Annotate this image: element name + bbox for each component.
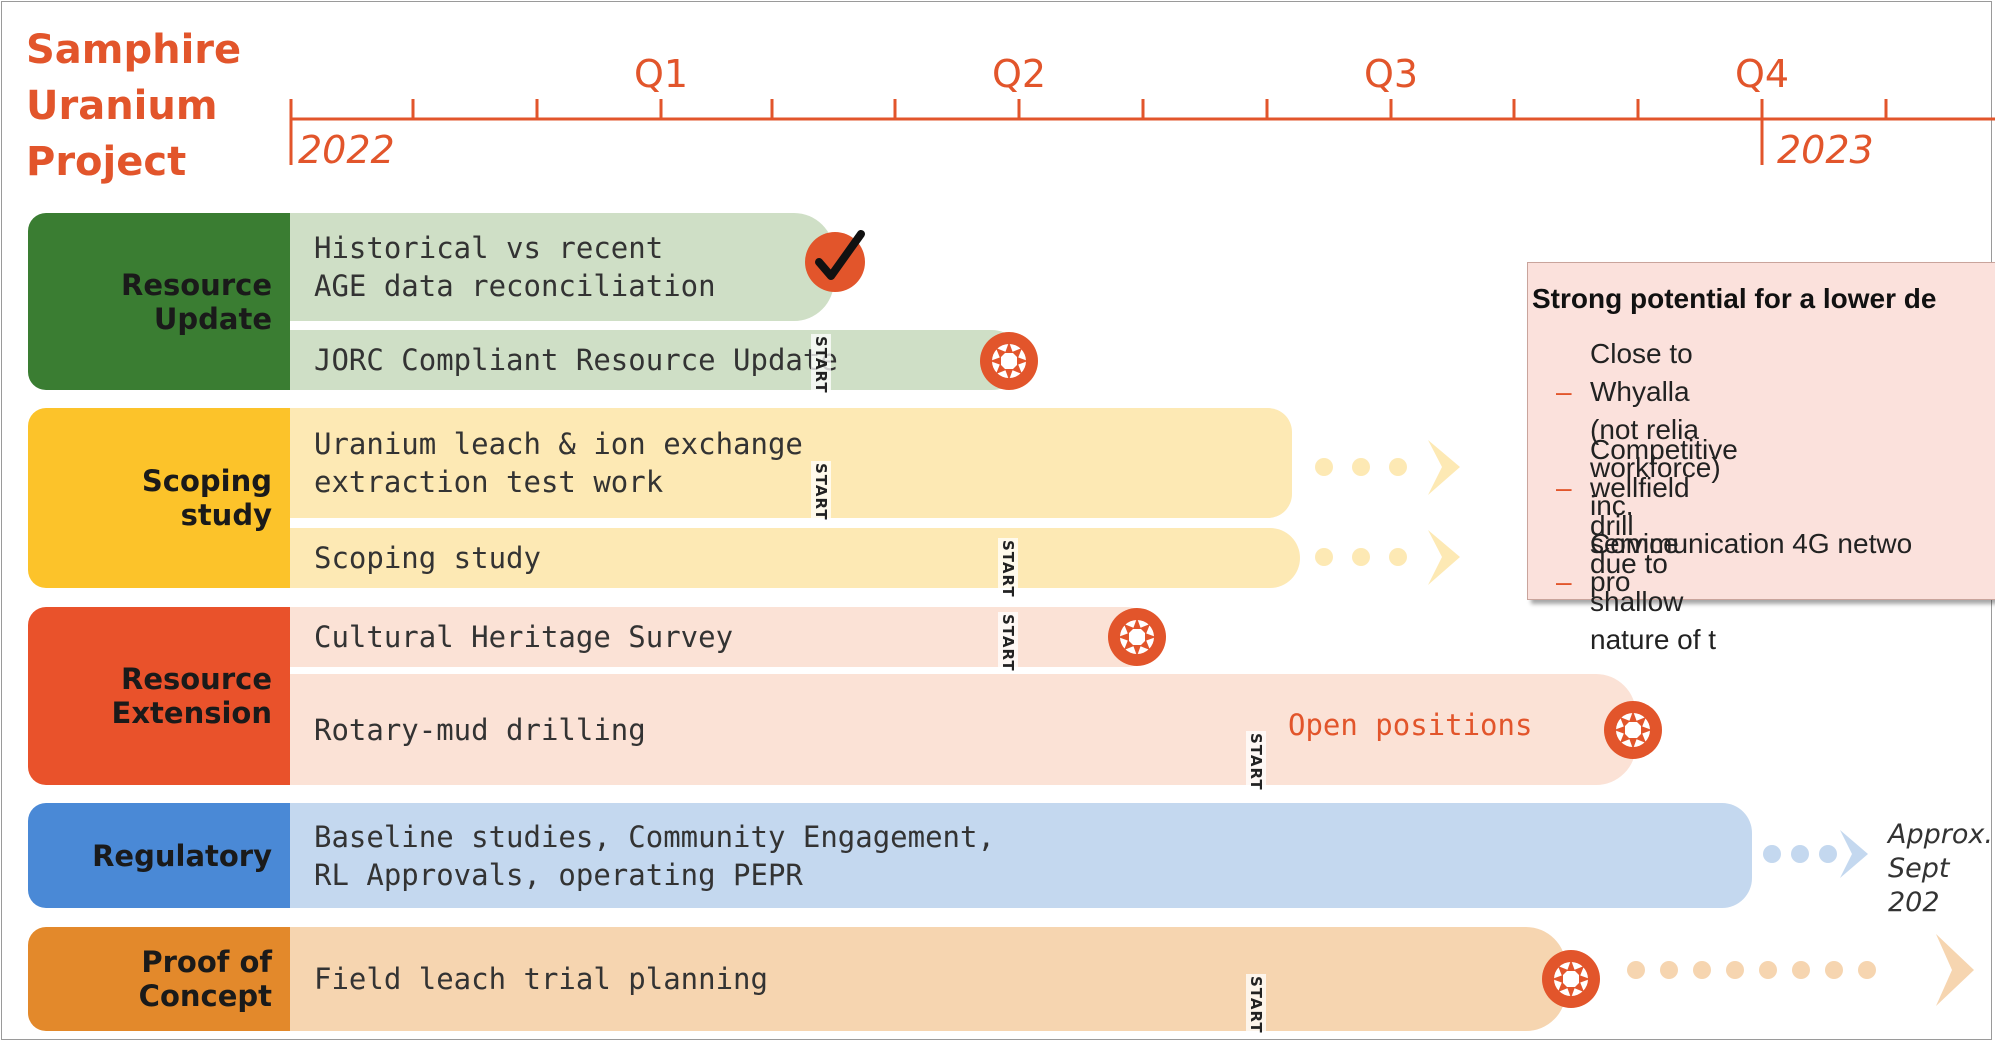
bullet-dash: – bbox=[1556, 472, 1572, 503]
callout-box: Strong potential for a lower de –Close t… bbox=[1527, 262, 1995, 655]
category-resource-update: Resource Update bbox=[28, 213, 290, 390]
continuation-arrow-regulatory bbox=[1763, 830, 1868, 878]
callout-bullet-text: Communication 4G netwo bbox=[1590, 528, 1913, 559]
axis-minor-ticks bbox=[411, 99, 1888, 119]
start-marker-jorc: START bbox=[811, 334, 831, 396]
category-resource-extension: Resource Extension bbox=[28, 607, 290, 785]
start-marker-heritage: START bbox=[998, 612, 1018, 674]
quarter-q4: Q4 bbox=[1734, 52, 1790, 96]
start-marker-scoping: START bbox=[998, 538, 1018, 600]
task-rotary-mud-drilling: Rotary-mud drilling bbox=[290, 674, 1636, 785]
timeline-axis bbox=[289, 99, 1995, 165]
task-scoping-study: Scoping study bbox=[290, 528, 1300, 588]
category-proof-of-concept: Proof of Concept bbox=[28, 927, 290, 1031]
callout-bullet-2: –Competitive wellfield drill due to shal… bbox=[1556, 431, 1738, 655]
quarter-q1: Q1 bbox=[633, 52, 689, 96]
start-marker-field: START bbox=[1246, 974, 1266, 1036]
task-cultural-heritage-survey: Cultural Heritage Survey bbox=[290, 607, 1156, 667]
task-historical-reconciliation: Historical vs recent AGE data reconcilia… bbox=[290, 213, 834, 321]
milestone-starburst-icon-jorc bbox=[980, 332, 1038, 390]
callout-bullet-text: Close to Whyalla (not relia workforce) i… bbox=[1590, 338, 1721, 597]
completed-check-icon bbox=[805, 230, 865, 292]
start-marker-rotary: START bbox=[1246, 731, 1266, 793]
year-2023: 2023 bbox=[1777, 128, 1874, 172]
category-regulatory: Regulatory bbox=[28, 803, 290, 908]
callout-bullet-1: –Close to Whyalla (not relia workforce) … bbox=[1556, 335, 1721, 597]
quarter-q3: Q3 bbox=[1363, 52, 1419, 96]
bullet-dash: – bbox=[1556, 566, 1572, 597]
continuation-arrows-scoping bbox=[1315, 440, 1460, 585]
project-title: Samphire Uranium Project bbox=[26, 27, 242, 185]
callout-bullet-3: –Communication 4G netwo bbox=[1556, 525, 1912, 601]
open-positions-label: Open positions bbox=[1288, 708, 1533, 742]
approx-date-label: Approx. Sept 202 bbox=[1888, 819, 1993, 918]
task-field-leach-trial: Field leach trial planning bbox=[290, 927, 1566, 1031]
continuation-arrow-concept bbox=[1627, 934, 1974, 1006]
year-2022: 2022 bbox=[298, 128, 395, 172]
quarter-q2: Q2 bbox=[991, 52, 1047, 96]
milestone-starburst-icon-field bbox=[1542, 950, 1600, 1008]
milestone-starburst-icon-heritage bbox=[1108, 608, 1166, 666]
start-marker-leach: START bbox=[811, 461, 831, 523]
task-leach-test-work: Uranium leach & ion exchange extraction … bbox=[290, 408, 1292, 518]
milestone-starburst-icon-rotary bbox=[1604, 701, 1662, 759]
bullet-dash: – bbox=[1556, 376, 1572, 407]
callout-bullet-text: Competitive wellfield drill due to shall… bbox=[1590, 434, 1738, 655]
task-baseline-studies: Baseline studies, Community Engagement, … bbox=[290, 803, 1752, 908]
category-scoping-study: Scoping study bbox=[28, 408, 290, 588]
task-jorc-resource-update: JORC Compliant Resource Update bbox=[290, 330, 1022, 390]
callout-heading: Strong potential for a lower de bbox=[1532, 283, 1937, 314]
